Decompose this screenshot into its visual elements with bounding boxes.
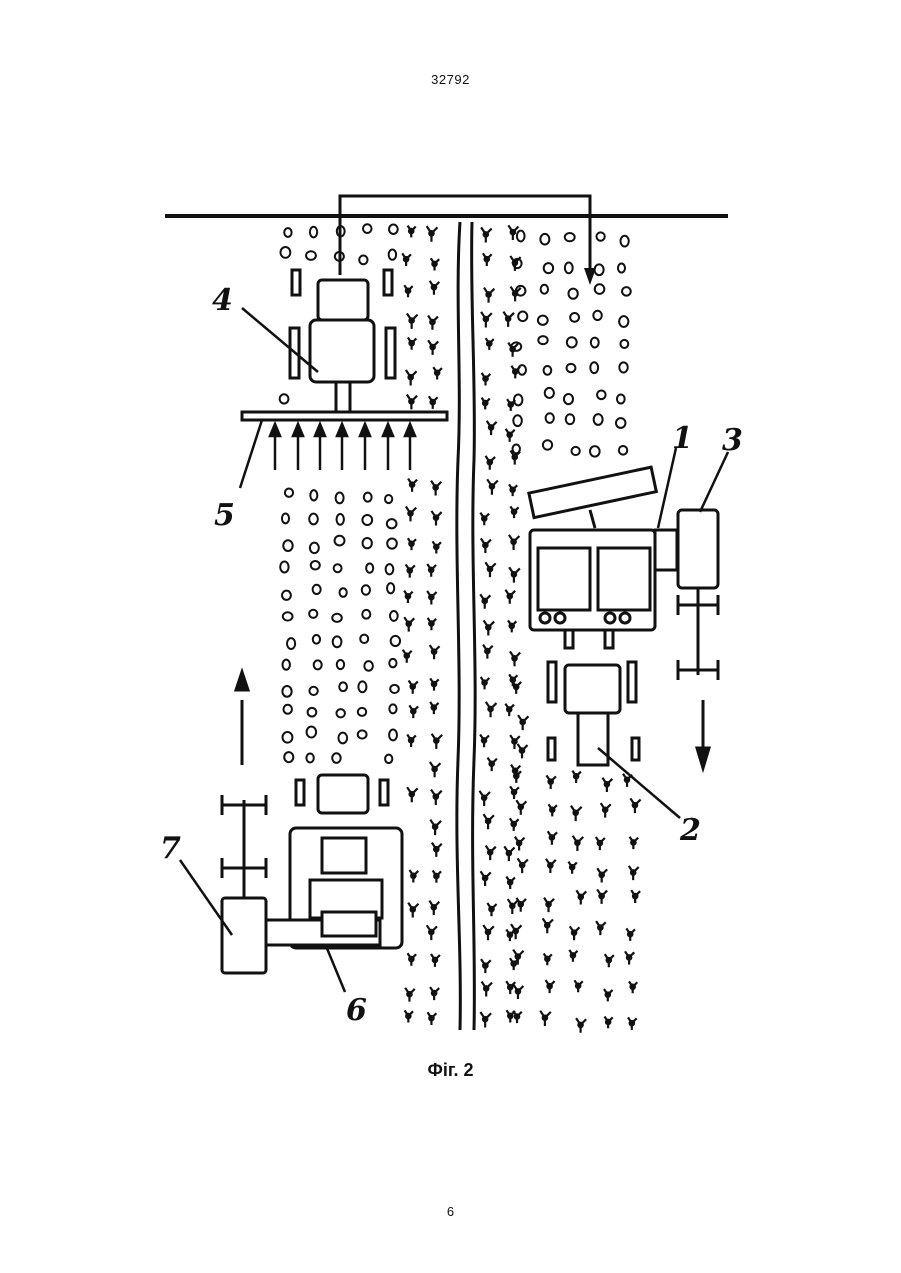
ref-label-5: 5 bbox=[214, 498, 235, 533]
machine-1-harvester bbox=[529, 467, 677, 648]
direction-arrow-down bbox=[697, 700, 709, 768]
figure-caption: Фіг. 2 bbox=[0, 1060, 901, 1081]
ref-label-6: 6 bbox=[346, 993, 367, 1028]
machine-3-trailer bbox=[678, 510, 718, 680]
ref-label-7: 7 bbox=[160, 831, 181, 866]
machine-7-trailer bbox=[222, 795, 266, 973]
center-furrow bbox=[457, 222, 460, 1030]
direction-arrow-up bbox=[236, 672, 248, 765]
boom-nozzle-arrows bbox=[270, 424, 415, 470]
machine-6-harvester bbox=[258, 775, 402, 948]
ref-label-2: 2 bbox=[679, 813, 701, 848]
page-number: 6 bbox=[0, 1204, 901, 1219]
ref-label-1: 1 bbox=[672, 421, 693, 456]
ref-label-4: 4 bbox=[212, 283, 233, 318]
ref-label-3: 3 bbox=[722, 423, 743, 458]
machine-2-tractor bbox=[548, 662, 639, 765]
